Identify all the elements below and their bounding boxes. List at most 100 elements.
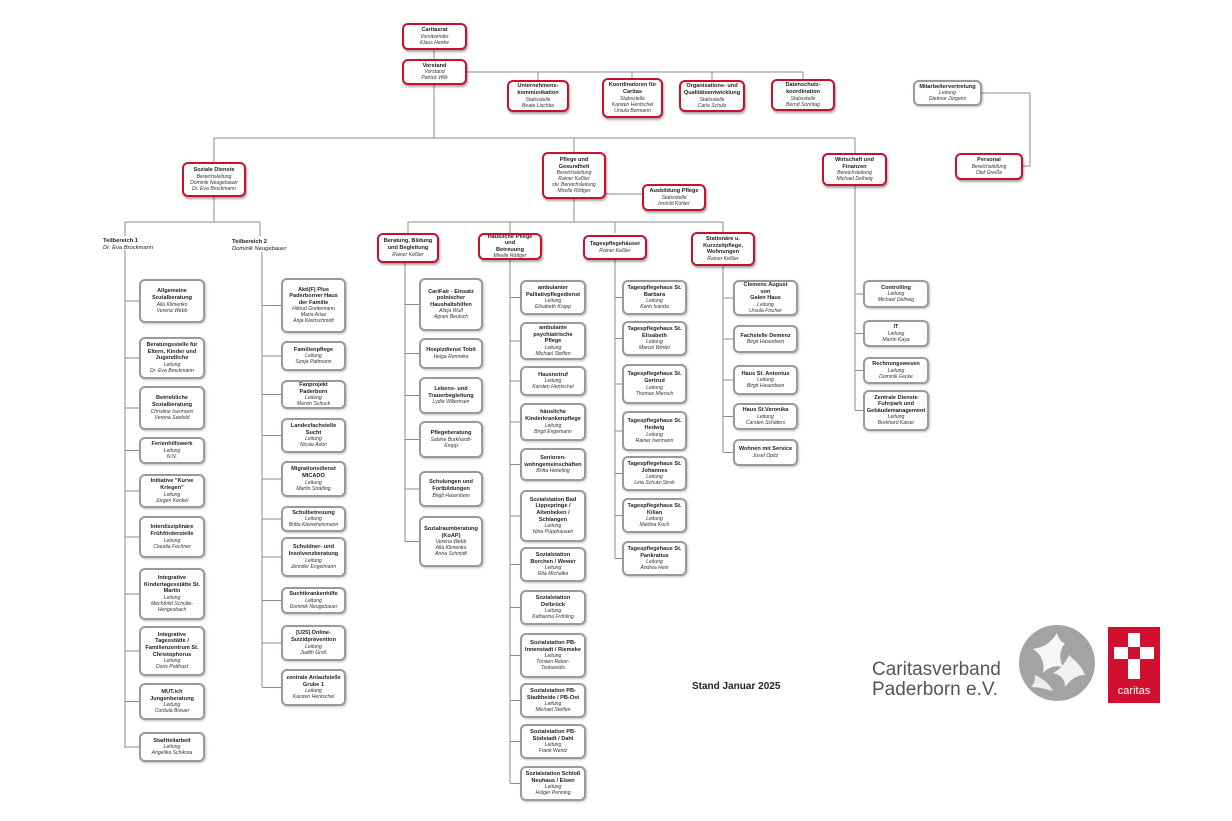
- wirtschaft-item: Zentrale Dienste Fuhrpark und Gebäudeman…: [863, 390, 929, 431]
- box-title: Sozialstation Bad Lippspringe / Altenbek…: [529, 496, 577, 523]
- box-subtitle: Mirelle Röttger: [493, 253, 527, 260]
- box-title: Sozialstation PB- Innenstadt / Riemeke: [525, 639, 581, 653]
- box-title: ambulante psychiatrische Pflege: [533, 325, 573, 345]
- box-subtitle: Leitung Birgit Engemann: [534, 422, 572, 435]
- box-subtitle: Bereichsleitung Olaf Greiße: [971, 163, 1007, 176]
- box-subtitle: Helga Renneke: [433, 353, 469, 360]
- box-title: Tagespflegehaus St. Kilian: [627, 502, 682, 516]
- box-title: Integrative Tagesstätte / Familienzentru…: [145, 631, 199, 658]
- org-name: Caritasverband Paderborn e.V.: [872, 659, 1001, 700]
- box-subtitle: Stabsstelle Carla Schulz: [697, 96, 727, 109]
- box-subtitle: Leitung Nicole Adon: [299, 436, 328, 449]
- box-subtitle: Leitung Andrea Hein: [640, 559, 669, 572]
- box-title: Ausbildung Pflege: [649, 188, 699, 195]
- box-title: Integrative Kindertagesstätte St. Martin: [144, 575, 200, 595]
- box-title: Tagespflegehaus St. Gertrud: [627, 371, 682, 384]
- box-subtitle: Verena Webb Alla Klimenko Anna Schmidt: [435, 539, 467, 558]
- box-title: Sozialstation Borchen / Wewer: [530, 551, 576, 565]
- box-subtitle: Lydia Willemsen: [432, 399, 470, 406]
- box-title: ambulanter Palliativpflegedienst: [525, 284, 581, 298]
- beratung-item: CariFair - Einsatz polnischer Haushaltsh…: [419, 278, 483, 331]
- box-title: Beratung, Bildung und Begleitung: [383, 238, 433, 251]
- t1-item: Integrative Kindertagesstätte St. Martin…: [139, 568, 205, 620]
- box-title: Wirtschaft und Finanzen: [834, 156, 875, 170]
- box-title: Hospizdienst Tobit: [426, 347, 476, 354]
- box-subtitle: Bereichsleitung Rainer Keßler stv. Berei…: [552, 170, 596, 195]
- caritas-brand-word: caritas: [1117, 685, 1151, 697]
- box-subtitle: Leitung Martin Kaya: [882, 330, 910, 343]
- tb-title: Teilbereich 1: [103, 238, 139, 244]
- box-subtitle: Leitung Cordula Breuer: [154, 702, 190, 715]
- box-title: Caritasrat: [421, 27, 448, 34]
- box-subtitle: Stabsstelle Karsten Hentschel Ursula Bor…: [611, 95, 654, 114]
- t1-item: Integrative Tagesstätte / Familienzentru…: [139, 626, 205, 676]
- box-title: zentrale Anlaufstelle Grube 1: [286, 674, 341, 688]
- box-title: Allgemeine Sozialberatung: [151, 288, 193, 301]
- box-subtitle: Birgit Hasenbein: [746, 339, 785, 346]
- box-title: Unternehmens- kommunikation: [517, 83, 559, 96]
- box-title: Lebens- und Trauerbegleitung: [428, 385, 474, 399]
- box-subtitle: Leitung Michael Steffen: [535, 344, 571, 357]
- box-subtitle: Leitung Michael Steffen: [535, 701, 571, 714]
- box-subtitle: Stabsstelle Irmhild Köhler: [658, 194, 690, 207]
- box-subtitle: Bereichsleitung Michael Delheig: [836, 170, 873, 183]
- box-subtitle: Hiltrud Greitemann Maria Arias Anja Klei…: [292, 306, 335, 325]
- box-title: Haus St. Antonius: [741, 370, 790, 377]
- box-title: Interdisziplinäre Frühförderstelle: [150, 524, 194, 537]
- box-title: Schulungen und Fortbildungen: [429, 479, 473, 492]
- box-title: Tagespflegehaus St. Pankratius: [627, 545, 682, 559]
- box-subtitle: Alicja Wulf Agnes Beutsch: [433, 308, 469, 321]
- box-subtitle: Leitung Torsten Reker- Tsobanidis: [536, 653, 570, 672]
- box-title: Pflege und Gesundheit: [558, 156, 590, 170]
- box-title: Hausnotruf: [538, 371, 568, 378]
- box-subtitle: Leitung Doris Potthast: [156, 658, 188, 671]
- box-title: Wohnen mit Service: [738, 446, 793, 453]
- box-subtitle: Vorsitzender Klaus Henke: [420, 33, 449, 46]
- box-title: Personal: [977, 157, 1001, 164]
- box-subtitle: Leitung Michael Delheig: [877, 291, 915, 304]
- box-title: Betriebliche Sozialberatung: [151, 395, 193, 408]
- box-title: Ferienhilfswerk: [151, 441, 193, 448]
- box-subtitle: Leitung Lina Schutz-Stroh: [634, 474, 675, 487]
- box-subtitle: Leitung Judith Groß: [300, 643, 327, 656]
- box-title: CariFair - Einsatz polnischer Haushaltsh…: [428, 288, 474, 308]
- box-title: Vorstand: [422, 62, 447, 69]
- box-title: Schuldner- und Insolvenzberatung: [288, 544, 339, 557]
- box-subtitle: Rainer Keßler: [707, 255, 739, 262]
- box-subtitle: Leitung Marcel Winter: [638, 339, 671, 352]
- box-subtitle: Leitung Karsten Hentschel: [532, 378, 574, 391]
- box-subtitle: Leitung Elisabeth Kropp: [535, 298, 571, 311]
- box-subtitle: Vorstand Patrick Wilk: [421, 69, 448, 82]
- box-title: Organisations- und Qualitätsentwicklung: [683, 83, 741, 96]
- box-title: Rechnungswesen: [872, 361, 920, 368]
